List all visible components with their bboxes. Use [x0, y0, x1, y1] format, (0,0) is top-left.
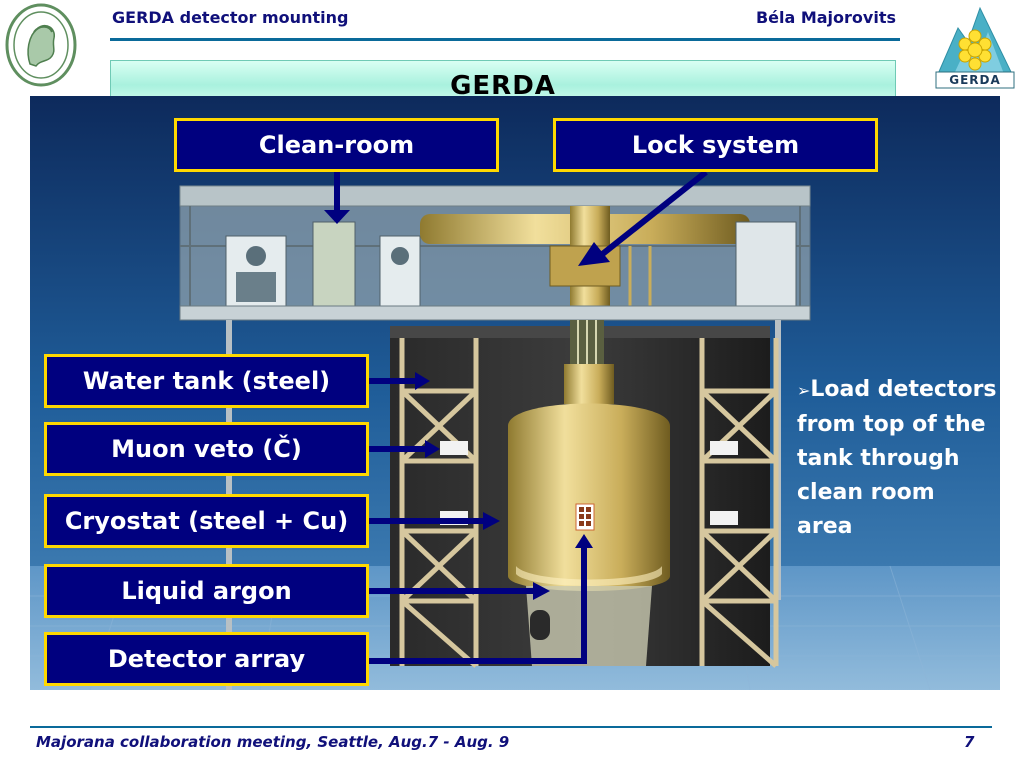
lock-system-label: Lock system: [553, 118, 878, 172]
arrow-bullet-icon: ➢: [797, 381, 811, 400]
header-left-text: GERDA detector mounting: [112, 8, 349, 27]
water-tank-label: Water tank (steel): [44, 354, 369, 408]
header-right-text: Béla Majorovits: [755, 8, 896, 27]
institute-seal-logo: [4, 2, 78, 88]
side-note: ➢Load detectors from top of the tank thr…: [797, 373, 997, 544]
side-note-text: Load detectors from top of the tank thro…: [797, 377, 997, 539]
gerda-logo-text: GERDA: [949, 73, 1001, 87]
clean-room-label: Clean-room: [174, 118, 499, 172]
muon-veto-label: Muon veto (Č): [44, 422, 369, 476]
detector-array-label: Detector array: [44, 632, 369, 686]
footer-divider: [30, 726, 992, 728]
page-number: 7: [964, 733, 975, 751]
liquid-argon-label: Liquid argon: [44, 564, 369, 618]
header-divider: [110, 38, 900, 41]
footer-text: Majorana collaboration meeting, Seattle,…: [36, 733, 510, 751]
cryostat-label: Cryostat (steel + Cu): [44, 494, 369, 548]
gerda-logo: GERDA: [932, 2, 1018, 90]
